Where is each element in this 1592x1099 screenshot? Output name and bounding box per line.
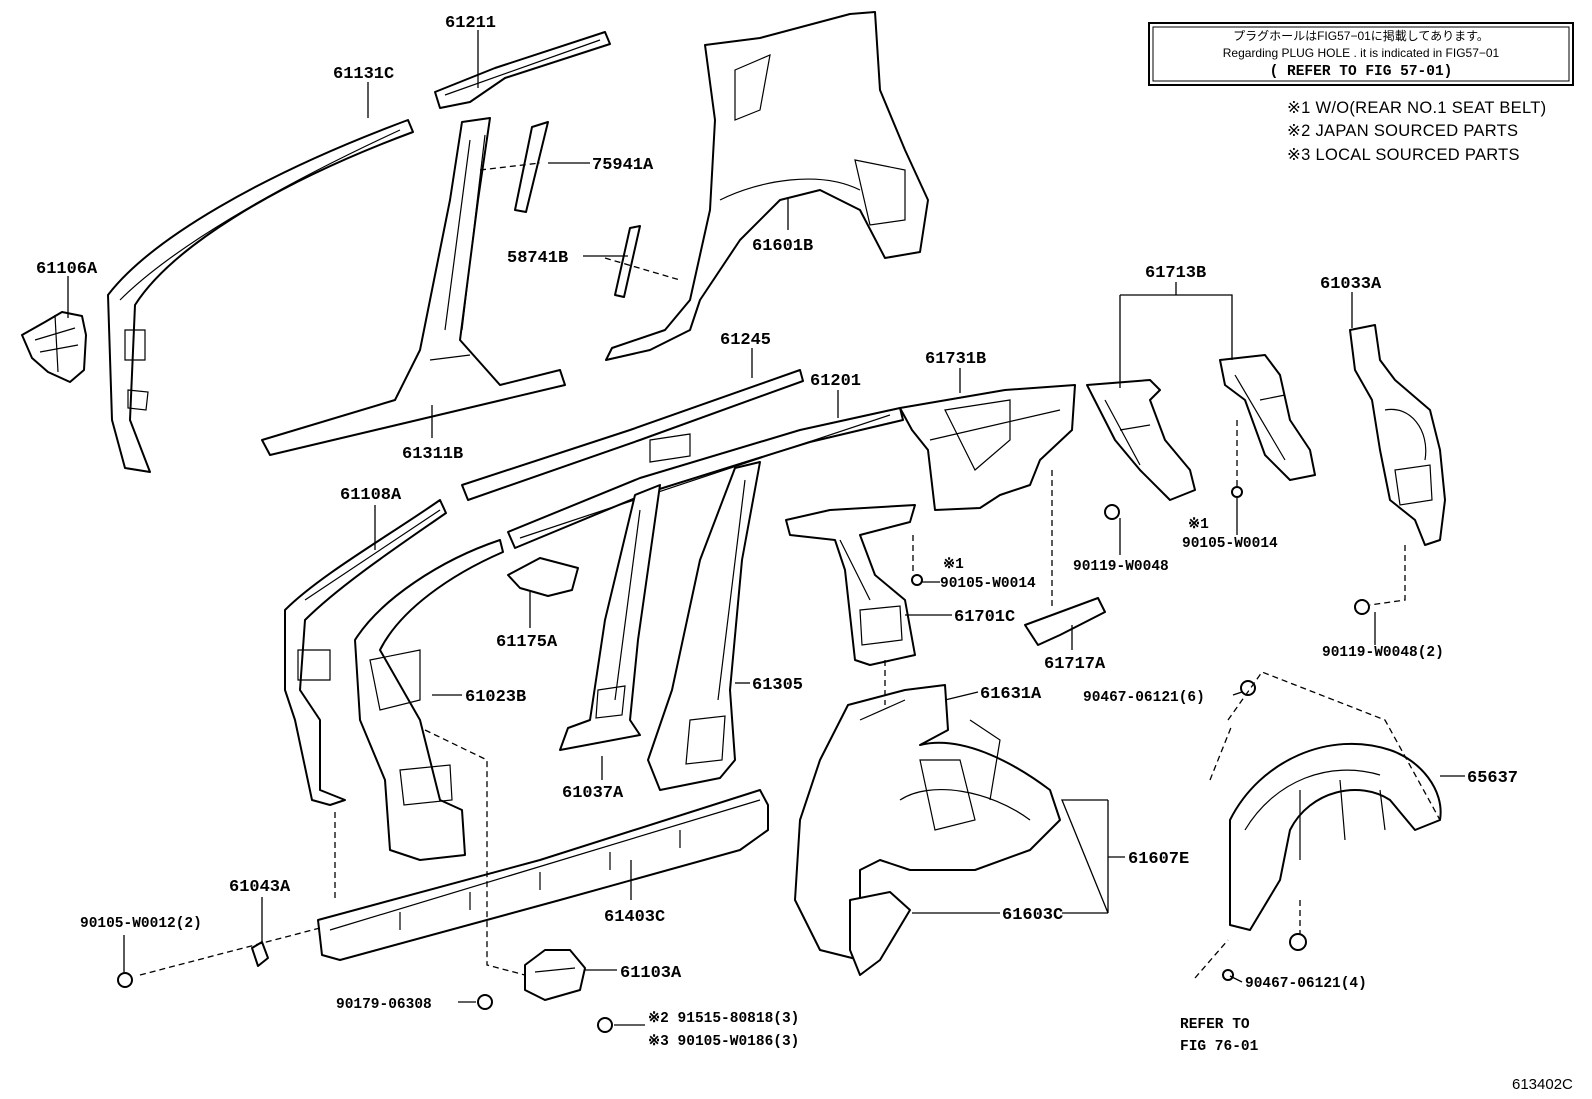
label-61131c: 61131C (333, 65, 394, 84)
notice-line-2: Regarding PLUG HOLE . it is indicated in… (1223, 46, 1500, 60)
part-61731b-drawing (899, 384, 1076, 511)
part-75941a-drawing (514, 121, 549, 213)
part-61717a-drawing (1024, 597, 1106, 646)
label-61033a: 61033A (1320, 275, 1382, 294)
legend-item-3: ※3 LOCAL SOURCED PARTS (1287, 146, 1520, 164)
label-61607e: 61607E (1128, 850, 1189, 869)
part-65637-drawing (1229, 742, 1442, 931)
label-90119-w0048-2: 90119-W0048(2) (1322, 645, 1444, 661)
label-61603c: 61603C (1002, 906, 1063, 925)
label-61713b: 61713B (1145, 264, 1206, 283)
label-marker-1-right: ※1 (1188, 516, 1209, 533)
label-65637: 65637 (1467, 769, 1518, 788)
label-90105-w0012-2: 90105-W0012(2) (80, 916, 202, 932)
figure-number: 613402C (1512, 1076, 1573, 1093)
part-61201-drawing (507, 407, 904, 549)
label-90467-06121-6: 90467-06121(6) (1083, 690, 1205, 706)
fasteners (117, 486, 1370, 1033)
clip-90467-06121-4-icon (1289, 933, 1307, 951)
label-90119-w0048: 90119-W0048 (1073, 559, 1169, 575)
part-61403c-drawing (317, 789, 769, 961)
part-61106a-drawing (21, 311, 87, 383)
label-refer-fig: FIG 76-01 (1180, 1039, 1259, 1055)
label-marker-1-left: ※1 (943, 556, 964, 573)
part-61103a-drawing (524, 949, 586, 1001)
clip-refer-icon (1222, 969, 1234, 981)
label-61043a: 61043A (229, 878, 291, 897)
part-61108a-drawing (284, 499, 447, 806)
label-91515-80818-3: ※2 91515-80818(3) (648, 1010, 799, 1027)
label-61108a: 61108A (340, 486, 402, 505)
clip-90467-06121-6-icon (1240, 680, 1256, 696)
bolt-90119-w0048-2-icon (1354, 599, 1370, 615)
nut-90179-06308-icon (477, 994, 493, 1010)
part-61311b-drawing (261, 117, 566, 456)
bolt-90119-w0048-icon (1104, 504, 1120, 520)
label-61717a: 61717A (1044, 655, 1106, 674)
part-61175a-drawing (507, 557, 579, 597)
notice-line-3: ( REFER TO FIG 57-01) (1270, 64, 1453, 80)
part-58741b-drawing (614, 225, 641, 298)
label-61201: 61201 (810, 372, 861, 391)
label-61175a: 61175A (496, 633, 558, 652)
bolt-90105-w0014-left-icon (911, 574, 923, 586)
label-75941a: 75941A (592, 156, 654, 175)
part-61607e-drawing (794, 684, 1061, 976)
label-90467-06121-4: 90467-06121(4) (1245, 976, 1367, 992)
bolt-91515-80818-icon (597, 1017, 613, 1033)
part-61211-drawing (434, 31, 611, 109)
notice-box: プラグホールはFIG57−01に掲載してあります。 Regarding PLUG… (1148, 22, 1574, 86)
notice-line-1: プラグホールはFIG57−01に掲載してあります。 (1233, 28, 1489, 43)
part-61701c-drawing (785, 504, 916, 666)
part-61713b-drawing (1086, 354, 1316, 501)
label-61103a: 61103A (620, 964, 682, 983)
label-61305: 61305 (752, 676, 803, 695)
label-61403c: 61403C (604, 908, 665, 927)
label-61211: 61211 (445, 14, 496, 33)
part-61033a-drawing (1349, 324, 1446, 546)
label-58741b: 58741B (507, 249, 568, 268)
label-61106a: 61106A (36, 260, 98, 279)
legend: ※1 W/O(REAR NO.1 SEAT BELT) ※2 JAPAN SOU… (1287, 99, 1546, 164)
dashed-lines (139, 162, 1441, 979)
label-90105-w0014-right: 90105-W0014 (1182, 536, 1278, 552)
label-90105-w0014-left: 90105-W0014 (940, 576, 1036, 592)
label-90179-06308: 90179-06308 (336, 997, 432, 1013)
bolt-90105-w0012-icon (117, 972, 133, 988)
label-90105-w0186-3: ※3 90105-W0186(3) (648, 1033, 799, 1050)
label-61037a: 61037A (562, 784, 624, 803)
label-61731b: 61731B (925, 350, 986, 369)
label-61023b: 61023B (465, 688, 526, 707)
part-61131c-drawing (107, 119, 414, 473)
part-labels: 61211 61131C 75941A 61106A 58741B 61601B… (36, 14, 1573, 1093)
part-61023b-drawing (354, 539, 504, 861)
label-61701c: 61701C (954, 608, 1015, 627)
legend-item-1: ※1 W/O(REAR NO.1 SEAT BELT) (1287, 99, 1546, 117)
part-61037a-drawing (559, 484, 661, 751)
label-61601b: 61601B (752, 237, 813, 256)
label-61245: 61245 (720, 331, 771, 350)
label-refer-to: REFER TO (1180, 1017, 1250, 1033)
part-61043a-drawing (251, 941, 269, 967)
label-61631a: 61631A (980, 685, 1042, 704)
leader-lines (67, 30, 1465, 1026)
part-61305-drawing (647, 461, 761, 791)
legend-item-2: ※2 JAPAN SOURCED PARTS (1287, 122, 1518, 140)
part-61245-drawing (461, 369, 804, 501)
label-61311b: 61311B (402, 445, 463, 464)
part-61601b-drawing (605, 11, 929, 361)
bolt-90105-w0014-right-icon (1231, 486, 1243, 498)
